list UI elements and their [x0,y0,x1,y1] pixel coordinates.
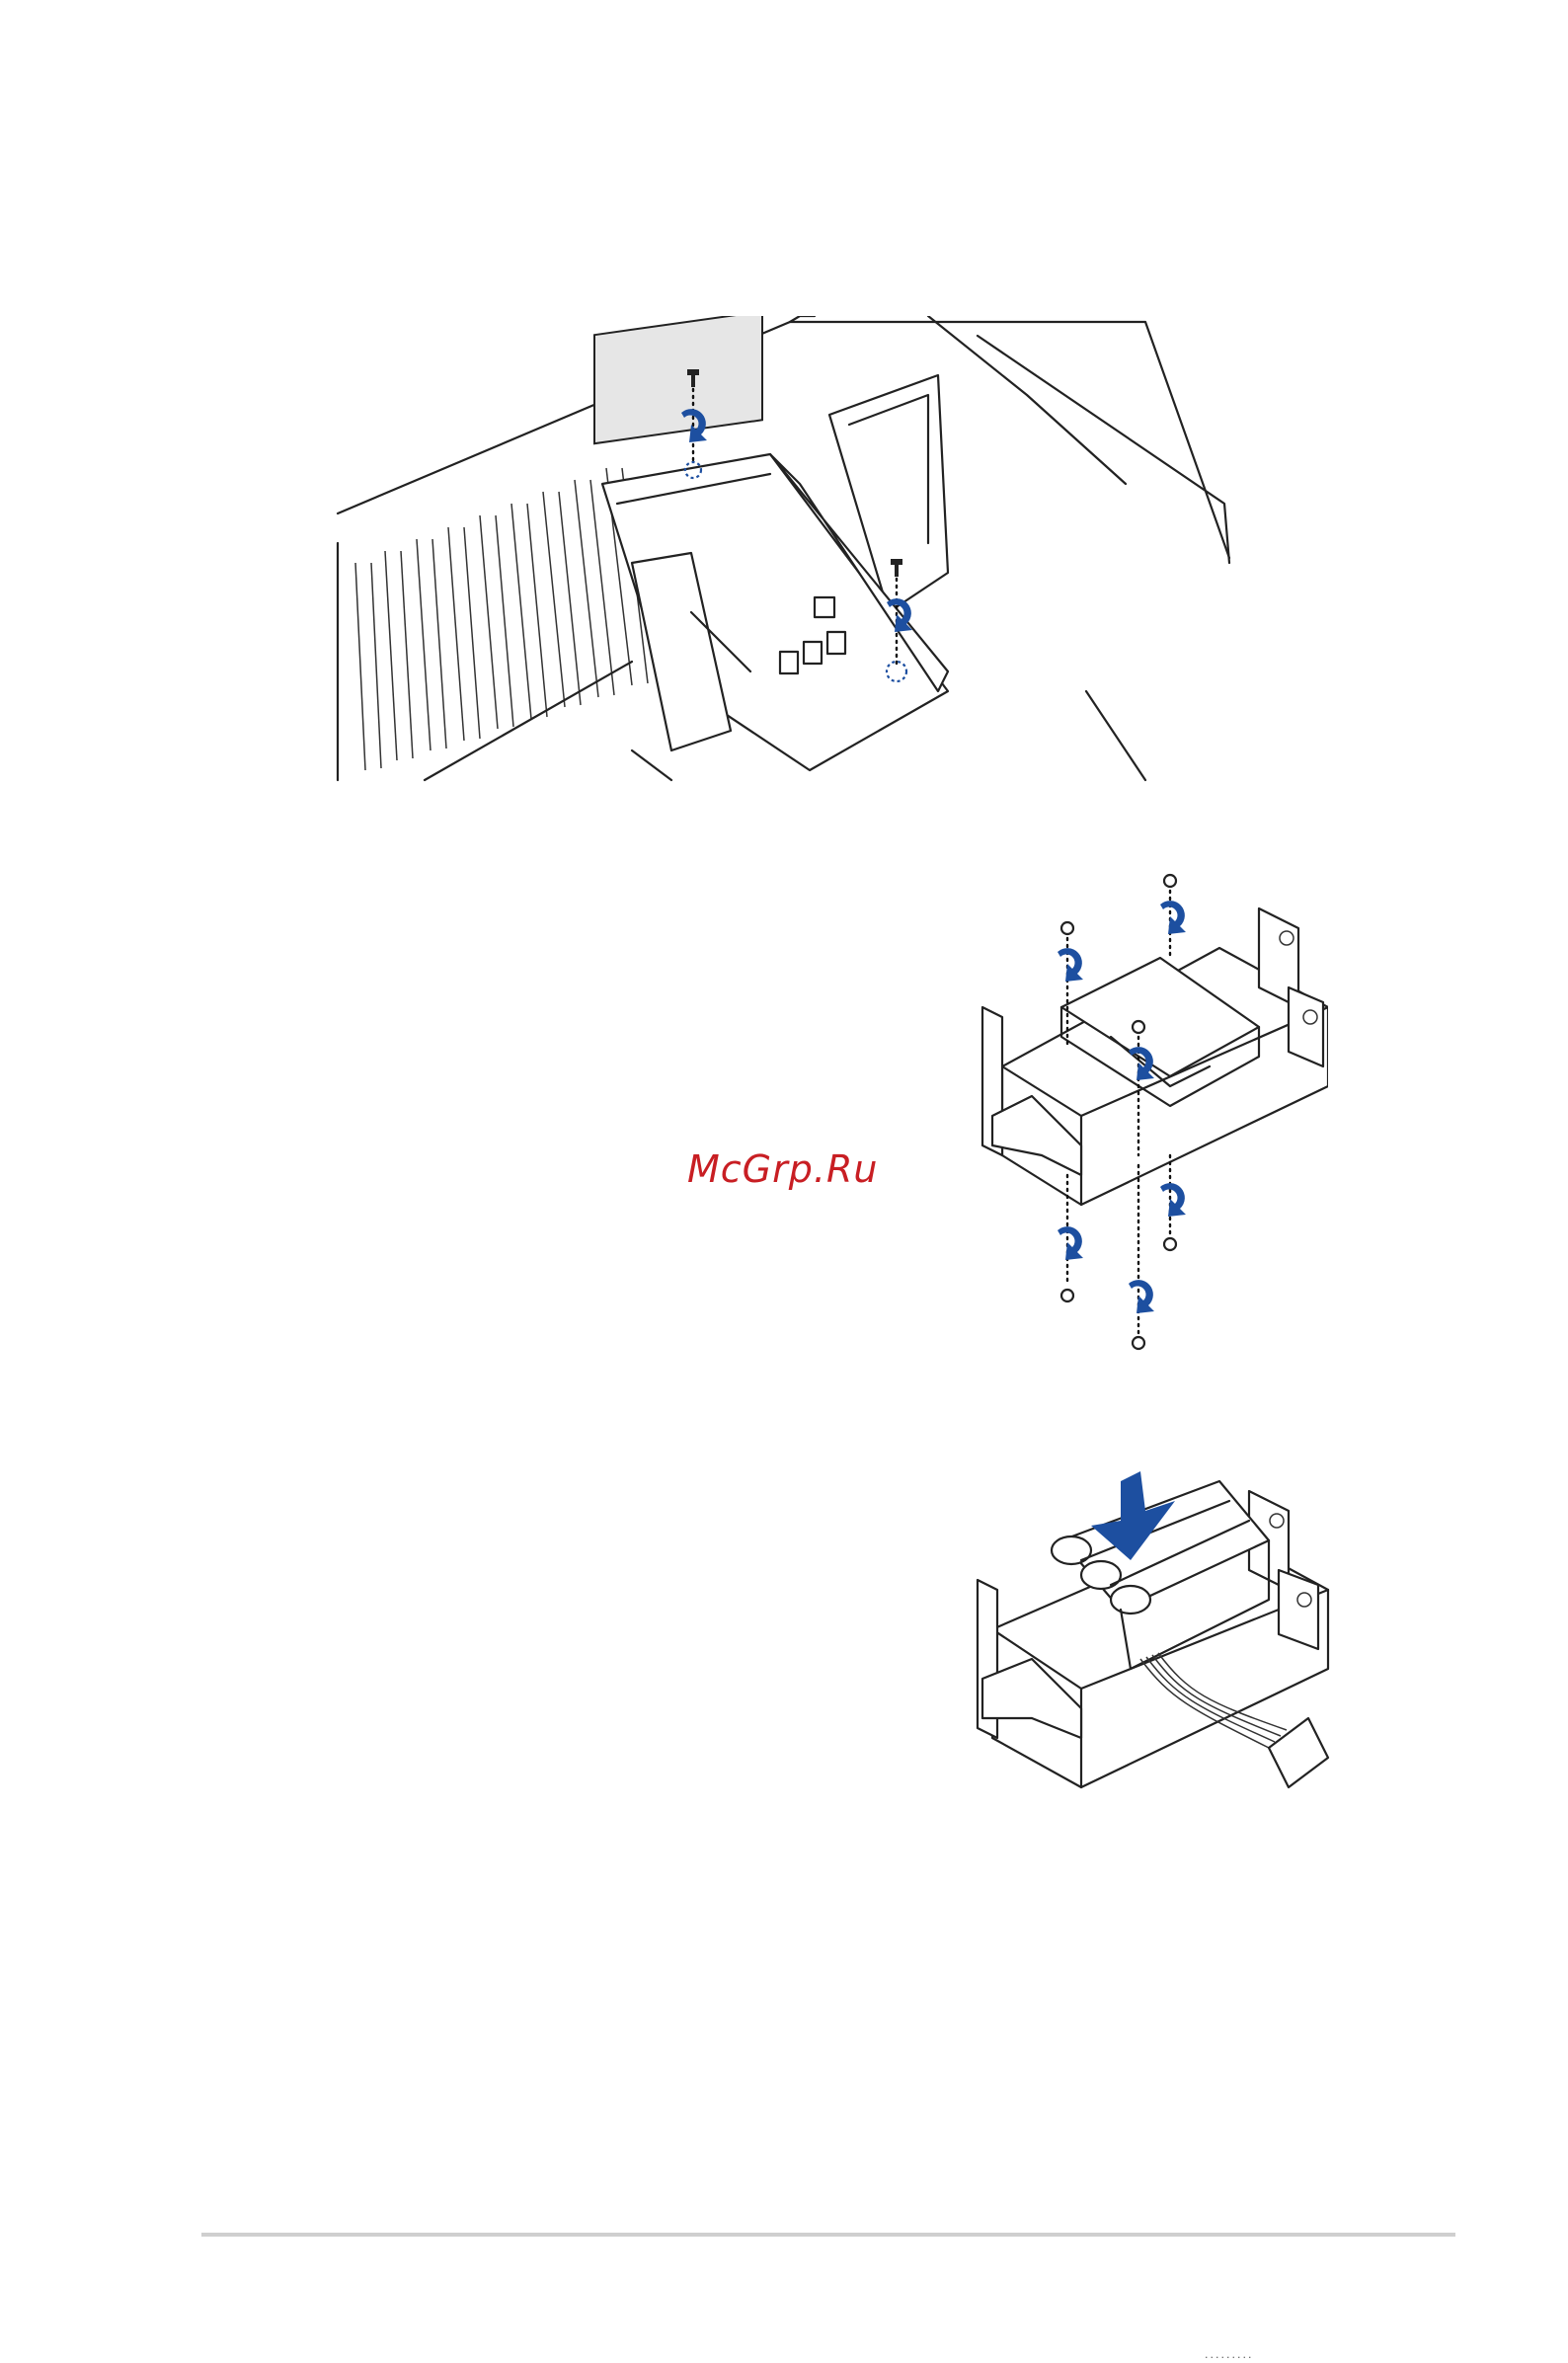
screw-icon [1164,1238,1176,1250]
rotate-arrow-icon [1058,1226,1083,1260]
figure-battery-insert [973,1471,1338,1856]
screw-icon [1133,1021,1144,1033]
figure-battery-bracket-screws [973,869,1328,1363]
rotate-arrow-icon [1058,948,1083,982]
screw-icon [1061,1290,1073,1301]
rotate-arrow-icon [1129,1280,1154,1313]
screw-icon [1164,875,1176,887]
rotate-arrow-icon [1160,1183,1186,1217]
screw-icon [1061,922,1073,934]
figure-chassis-riser [336,316,1234,790]
battery-illustration [973,1471,1338,1856]
footer-rule [201,2233,1455,2237]
screw-icon [1133,1337,1144,1349]
chassis-illustration [336,316,1234,790]
rotate-arrow-icon [1160,901,1186,934]
cable-connector-icon [1269,1718,1328,1787]
bracket-illustration [973,869,1328,1363]
page-bottom-text: ......... [1205,2348,1253,2361]
watermark: McGrp.Ru [687,1147,878,1191]
